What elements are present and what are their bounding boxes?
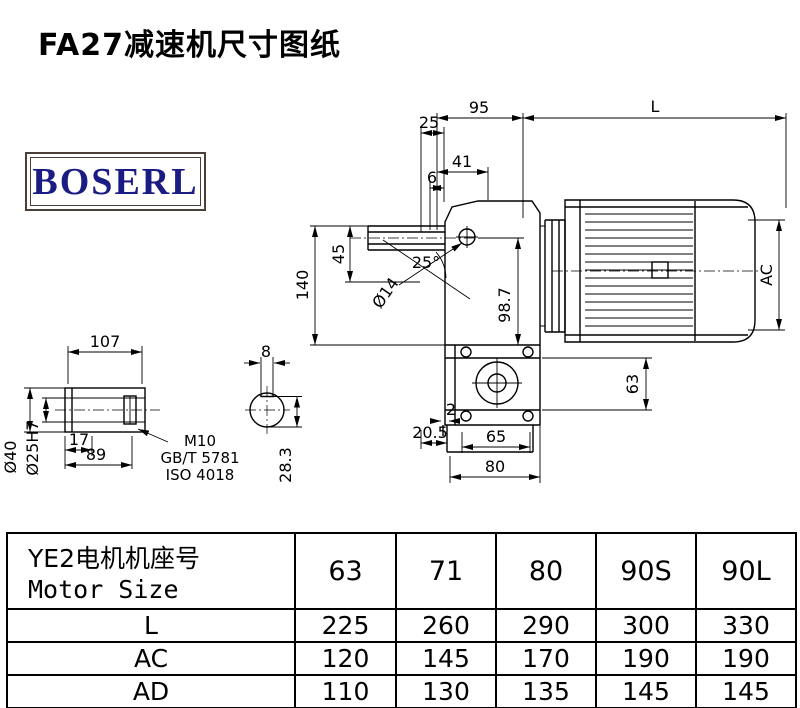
table-cell: 145: [695, 674, 797, 708]
dim-2: 2: [430, 400, 460, 424]
dim-dia25h7-label: Ø25H7: [23, 420, 42, 475]
dim-6-label: 6: [427, 168, 437, 187]
column-header-90L: 90L: [695, 532, 797, 610]
row-label-L: L: [6, 608, 296, 643]
dim-L: L: [523, 97, 787, 208]
dim-28-3-label: 28.3: [276, 447, 295, 483]
thread-standard-label: GB/T 5781: [160, 449, 239, 467]
table-cell: 130: [395, 674, 497, 708]
main-view: [350, 199, 762, 453]
dim-dia40: Ø40: [1, 387, 65, 474]
table-header-row: YE2电机机座号 Motor Size 63 71 80 90S 90L: [6, 532, 797, 610]
thread-callout: M10 GB/T 5781 ISO 4018: [137, 428, 240, 484]
dim-80: 80: [449, 426, 541, 483]
table-cell: 145: [595, 674, 697, 708]
keyway-section-view: 8 28.3: [244, 342, 302, 483]
dim-L-label: L: [651, 97, 660, 116]
dim-17: 17: [64, 430, 93, 469]
dim-140: 140: [293, 225, 445, 346]
page-title: FA27减速机尺寸图纸: [38, 28, 342, 63]
table-header-motor-size: YE2电机机座号 Motor Size: [6, 532, 296, 610]
dim-89-label: 89: [86, 445, 106, 464]
table-cell: 225: [294, 608, 397, 643]
dim-41-label: 41: [452, 152, 472, 171]
table-cell: 260: [395, 608, 497, 643]
technical-drawing: 95 L 25 41 6: [1, 97, 787, 484]
table-cell: 145: [395, 641, 497, 676]
gearbox-housing: [382, 200, 541, 453]
motor-adapter: [540, 219, 566, 333]
boserl-logo-text: BOSERL: [30, 157, 201, 206]
shaft-detail-view: 107 17 89 M10 GB/T 5781 ISO 4018: [1, 332, 240, 484]
dim-17-label: 17: [69, 430, 89, 449]
dim-107: 107: [67, 332, 143, 384]
dim-dia25h7: Ø25H7: [23, 397, 72, 476]
dim-63: 63: [542, 357, 652, 411]
table-cell: 190: [595, 641, 697, 676]
row-label-AC: AC: [6, 641, 296, 676]
dim-45: 45: [329, 225, 420, 283]
column-header-80: 80: [495, 532, 597, 610]
table-cell: 120: [294, 641, 397, 676]
dim-41: 41: [437, 152, 489, 200]
dim-98-7: 98.7: [478, 237, 524, 345]
table-cell: 135: [495, 674, 597, 708]
dim-45-label: 45: [329, 244, 348, 264]
column-header-71: 71: [395, 532, 497, 610]
dim-80-label: 80: [485, 457, 505, 476]
dim-AC-label: AC: [757, 264, 776, 286]
dim-25-label: 25: [419, 113, 439, 132]
table-cell: 290: [495, 608, 597, 643]
dim-8-label: 8: [261, 342, 271, 361]
dim-dia14-label: Ø14: [368, 274, 402, 312]
table-cell: 110: [294, 674, 397, 708]
dim-28-3: 28.3: [267, 396, 302, 483]
dim-6: 6: [427, 168, 444, 230]
dim-140-label: 140: [293, 270, 312, 301]
table-cell: 190: [695, 641, 797, 676]
motor-size-label-cn: YE2电机机座号: [28, 543, 200, 573]
motor-size-label-en: Motor Size: [28, 574, 179, 604]
dim-63-label: 63: [623, 374, 642, 394]
dim-25: 25: [419, 113, 445, 232]
dim-AC: AC: [748, 219, 785, 331]
dim-107-label: 107: [90, 332, 121, 351]
dim-angle-25-label: 25°: [412, 253, 440, 272]
table-row-AD: AD 110 130 135 145 145: [6, 674, 797, 708]
table-cell: 330: [695, 608, 797, 643]
dim-8: 8: [244, 342, 290, 393]
table-cell: 170: [495, 641, 597, 676]
dim-98-7-label: 98.7: [495, 287, 514, 323]
thread-iso-label: ISO 4018: [166, 466, 235, 484]
dim-95-label: 95: [469, 98, 489, 117]
dim-20-5-label: 20.5: [412, 423, 448, 442]
dim-dia40-label: Ø40: [1, 441, 20, 474]
table-row-L: L 225 260 290 300 330: [6, 608, 797, 643]
table-row-AC: AC 120 145 170 190 190: [6, 641, 797, 676]
dim-89: 89: [65, 436, 133, 469]
table-cell: 300: [595, 608, 697, 643]
dim-2-label: 2: [446, 400, 456, 419]
column-header-63: 63: [294, 532, 397, 610]
input-shaft: [350, 225, 480, 251]
column-header-90S: 90S: [595, 532, 697, 610]
motor-body: [552, 199, 762, 343]
dim-65-label: 65: [486, 427, 506, 446]
dim-20-5: 20.5: [412, 423, 448, 449]
thread-size-label: M10: [184, 432, 216, 450]
row-label-AD: AD: [6, 674, 296, 708]
boserl-logo: BOSERL: [25, 152, 206, 211]
motor-size-table: YE2电机机座号 Motor Size 63 71 80 90S 90L L 2…: [6, 532, 797, 708]
dim-angle-25: 25°: [412, 253, 440, 272]
dim-65: 65: [461, 427, 531, 453]
